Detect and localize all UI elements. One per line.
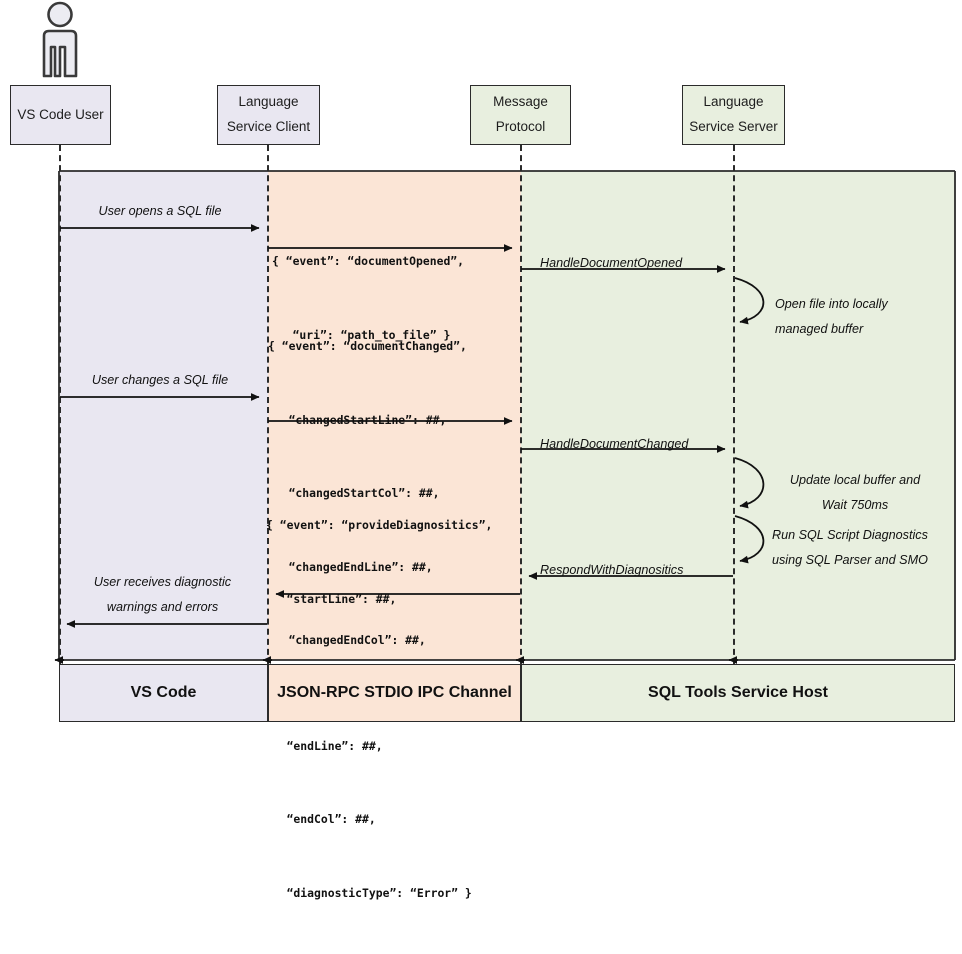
label-user-changes-sql-file: User changes a SQL file (91, 373, 229, 387)
participant-label-line2: Protocol (495, 119, 546, 134)
label-user-receives-diagnostics: User receives diagnostic warnings and er… (93, 575, 232, 614)
label-respond-with-diagnositics: RespondWithDiagnositics (540, 563, 684, 577)
participant-label-line2: Service Client (226, 119, 311, 134)
participant-message-protocol[interactable]: Message Protocol (470, 85, 571, 145)
message-arrows-layer (54, 170, 956, 664)
footer-lane-vs-code[interactable]: VS Code (59, 664, 268, 722)
participant-language-service-client[interactable]: Language Service Client (217, 85, 320, 145)
note-run-sql-script-diagnostics: Run SQL Script Diagnostics using SQL Par… (772, 528, 928, 567)
lane-band-server (521, 171, 955, 660)
participant-label-line1: VS Code User (17, 106, 104, 122)
lifeline-message-protocol (520, 145, 522, 665)
note-update-buffer-wait: Update local buffer and Wait 750ms (789, 473, 921, 512)
lifeline-vscode-user (59, 145, 61, 665)
arrow-self-run-diagnostics (734, 515, 765, 564)
participant-label-line1: Message (493, 94, 548, 110)
participant-label-line1: Language (703, 94, 764, 110)
footer-lane-service-host[interactable]: SQL Tools Service Host (521, 664, 955, 722)
lane-band-vscode (60, 171, 268, 660)
arrow-self-open-file-buffer (734, 277, 765, 325)
label-handle-document-changed: HandleDocumentChanged (540, 437, 689, 451)
lifeline-language-service-client (267, 145, 269, 665)
lifeline-language-service-server (733, 145, 735, 665)
label-handle-document-opened: HandleDocumentOpened (540, 256, 683, 270)
participant-language-service-server[interactable]: Language Service Server (682, 85, 785, 145)
participant-label-line1: Language (238, 94, 299, 110)
participant-label-line2: Service Server (689, 119, 778, 134)
actor-person-icon (42, 1, 78, 78)
footer-lane-ipc-channel[interactable]: JSON-RPC STDIO IPC Channel (268, 664, 521, 722)
participant-vscode-user[interactable]: VS Code User (10, 85, 111, 145)
lane-band-ipc (268, 171, 521, 660)
json-payload-document-opened: { “event”: “documentOpened”, “uri”: “pat… (272, 254, 465, 342)
sequence-diagram-canvas: VS Code User Language Service Client Mes… (10, 1, 956, 900)
note-open-file-buffer: Open file into locally managed buffer (775, 297, 888, 336)
label-user-opens-sql-file: User opens a SQL file (98, 204, 222, 218)
arrow-self-update-buffer (734, 457, 765, 509)
